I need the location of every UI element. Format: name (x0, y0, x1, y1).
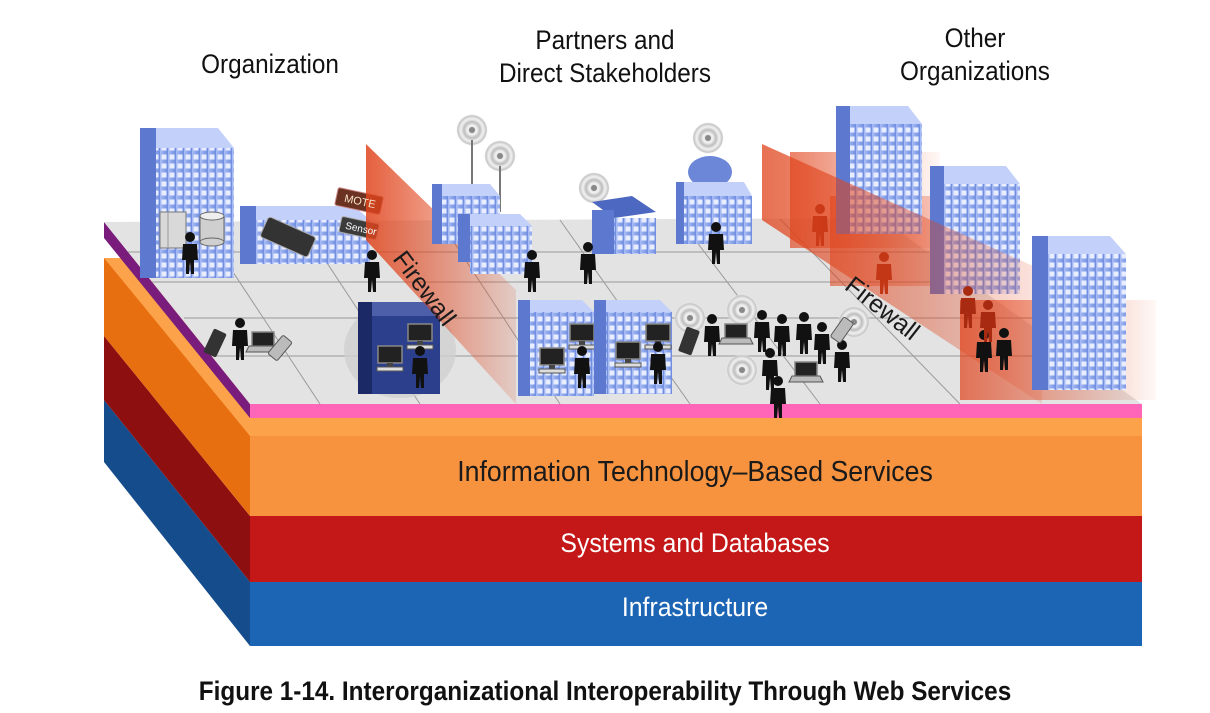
infrastructure-layer-side (104, 400, 250, 646)
it-services-layer-label: Information Technology–Based Services (457, 456, 933, 488)
header-partners-line2: Direct Stakeholders (498, 58, 712, 88)
building-icon (1032, 236, 1126, 390)
figure-caption: Figure 1-14. Interorganizational Interop… (198, 676, 1012, 706)
computer-icon (538, 347, 566, 374)
systems-layer-front (250, 516, 1142, 582)
building-icon (458, 214, 532, 274)
building-icon (592, 196, 656, 254)
antenna-icon (578, 172, 610, 204)
building-icon (676, 156, 752, 244)
phone-icon (260, 216, 316, 258)
header-organization-line: Organization (201, 49, 339, 79)
it-layer-side (104, 258, 250, 516)
header-organization: Organization (180, 48, 360, 81)
phone-icon (830, 317, 854, 343)
platform-pink-edge (250, 404, 1142, 418)
antenna-icon (692, 122, 724, 154)
computer-icon (568, 323, 596, 350)
wireless-crowd (674, 294, 870, 418)
firewall-left (366, 144, 516, 404)
server-icon (159, 211, 187, 249)
computer-icon (406, 323, 434, 350)
it-layer-top (104, 258, 1142, 436)
header-other-organizations: Other Organizations (872, 22, 1079, 88)
header-partners-line1: Partners and (535, 25, 675, 55)
computer-icon (376, 345, 404, 372)
infrastructure-layer-front (250, 582, 1142, 646)
computer-icon (614, 341, 642, 368)
it-layer-front (250, 436, 1142, 516)
systems-layer-side (104, 336, 250, 582)
phone-icon (268, 335, 292, 361)
phone-icon (203, 328, 227, 358)
phone-icon (678, 326, 700, 356)
header-others-line1: Other (944, 23, 1006, 53)
header-others-line2: Organizations (900, 56, 1050, 86)
infrastructure-layer-label: Infrastructure (621, 592, 769, 622)
systems-databases-layer-label: Systems and Databases (560, 528, 830, 558)
header-partners: Partners and Direct Stakeholders (484, 24, 727, 90)
database-icon (199, 211, 225, 247)
